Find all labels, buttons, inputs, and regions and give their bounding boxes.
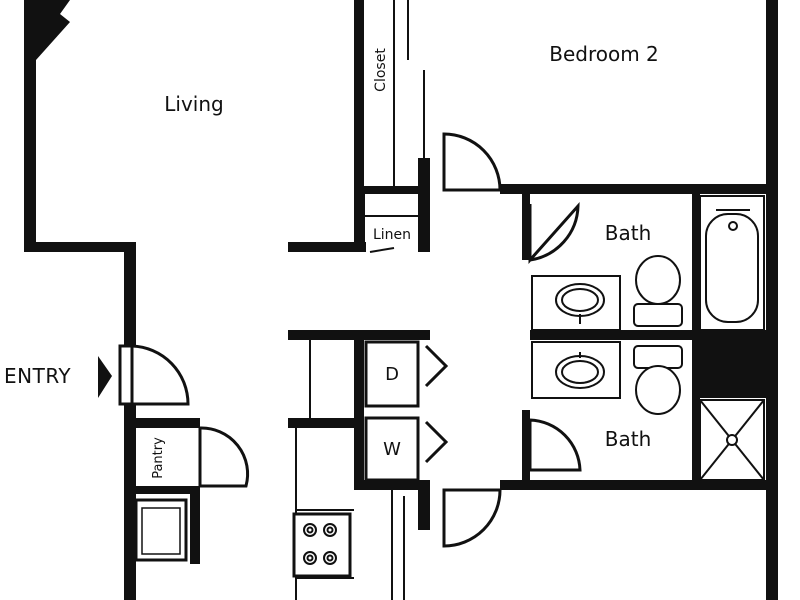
entry-arrow-icon: [98, 356, 112, 398]
room-label-bath-lower: Bath: [605, 427, 652, 451]
room-label-pantry: Pantry: [151, 437, 166, 479]
laundry-appliances: [309, 340, 449, 482]
walls: [24, 0, 778, 600]
entry-label: ENTRY: [4, 364, 71, 388]
kitchen-fixtures: [134, 428, 354, 600]
door-swings: [118, 132, 582, 548]
closet-doors: [363, 0, 425, 600]
room-label-living: Living: [164, 92, 223, 116]
room-label-bedroom-2: Bedroom 2: [549, 42, 659, 66]
washer-label: W: [383, 439, 401, 460]
bath-fixtures: [531, 195, 765, 481]
room-label-linen: Linen: [373, 227, 411, 243]
room-label-bath-upper: Bath: [605, 221, 652, 245]
dryer-label: D: [385, 364, 399, 385]
room-label-closet: Closet: [373, 48, 389, 92]
